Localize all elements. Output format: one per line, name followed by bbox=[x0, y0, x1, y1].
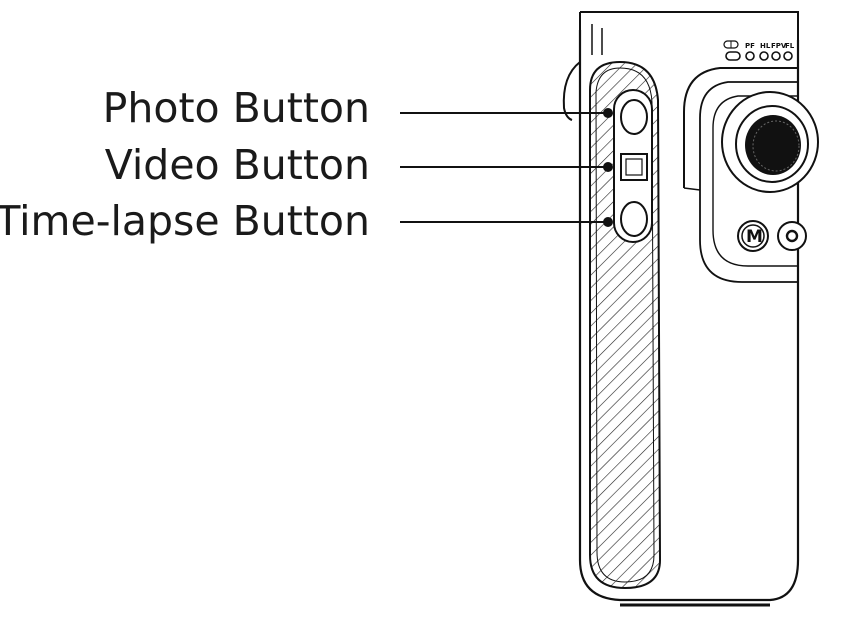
battery-indicator-icon bbox=[723, 40, 741, 61]
timelapse-button[interactable] bbox=[620, 201, 648, 237]
timelapse-leader-dot bbox=[603, 217, 613, 227]
photo-leader-dot bbox=[603, 108, 613, 118]
video-button-inner bbox=[625, 158, 643, 176]
joystick-cap bbox=[752, 120, 800, 172]
record-button[interactable] bbox=[777, 221, 807, 251]
led-fpv-icon bbox=[771, 51, 781, 61]
gimbal-body-outline bbox=[578, 30, 800, 602]
led-fl-icon bbox=[783, 51, 793, 61]
mode-button-label: M bbox=[746, 227, 763, 247]
joystick-ring bbox=[735, 105, 809, 183]
timelapse-button-label: Time-lapse Button bbox=[0, 197, 370, 245]
control-panel-inner-2 bbox=[712, 95, 798, 267]
video-leader-line bbox=[400, 166, 608, 168]
photo-button[interactable] bbox=[620, 99, 648, 135]
timelapse-leader-line bbox=[400, 221, 608, 223]
video-leader-dot bbox=[603, 162, 613, 172]
photo-leader-line bbox=[400, 112, 608, 114]
gimbal-top-neck bbox=[579, 11, 799, 40]
indicator-label-pf: PF bbox=[745, 42, 755, 50]
gimbal-top-inner bbox=[591, 24, 603, 55]
control-panel-edge bbox=[683, 187, 701, 191]
photo-button-label: Photo Button bbox=[102, 84, 370, 132]
record-button-inner bbox=[785, 229, 799, 243]
indicator-label-fpv: FPV bbox=[771, 42, 787, 50]
side-knob bbox=[562, 61, 581, 121]
video-button-label: Video Button bbox=[104, 141, 370, 189]
video-button[interactable] bbox=[620, 153, 648, 181]
grip-inner-outline bbox=[595, 67, 655, 583]
mode-button-inner bbox=[741, 224, 765, 248]
control-panel-inner bbox=[699, 81, 798, 283]
led-pf-icon bbox=[745, 51, 755, 61]
led-hl-icon bbox=[759, 51, 769, 61]
control-panel-recess bbox=[683, 67, 798, 188]
indicator-label-fl: FL bbox=[785, 42, 795, 50]
indicator-label-hl: HL bbox=[760, 42, 771, 50]
